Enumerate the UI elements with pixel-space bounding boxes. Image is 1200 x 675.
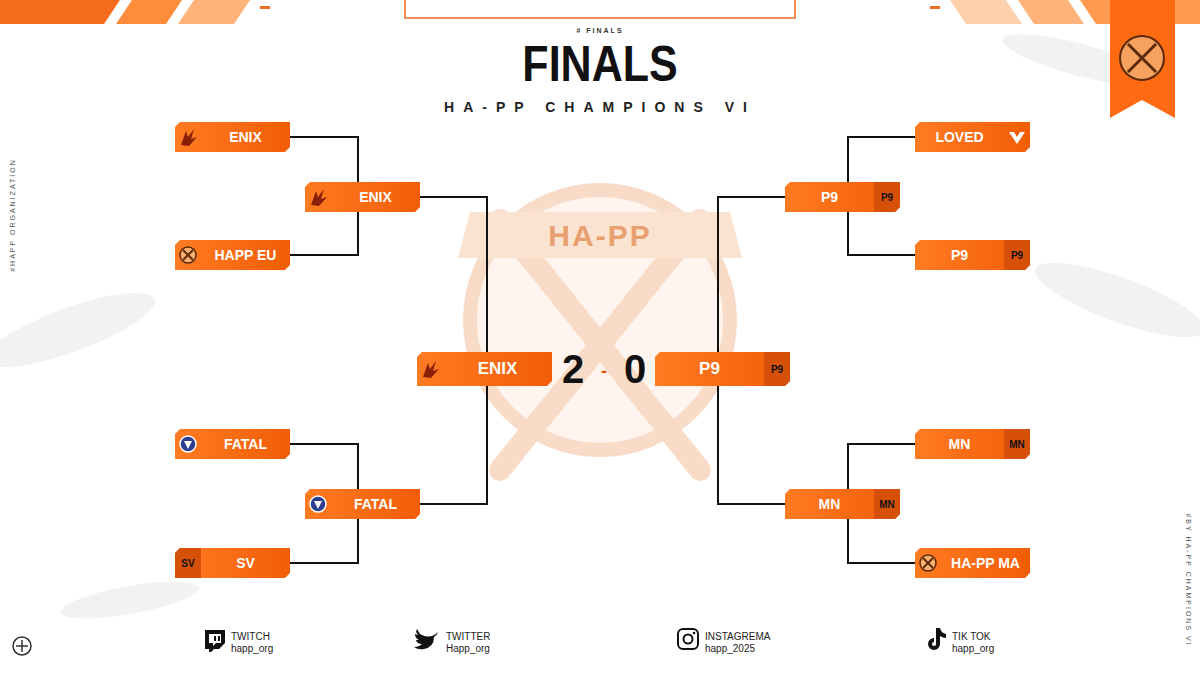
watermark: HA-PP <box>548 221 651 251</box>
team-name: FATAL <box>201 429 290 459</box>
team-name: FATAL <box>331 489 420 519</box>
team-name: HAPP EU <box>201 240 290 270</box>
social-name: INSTAGREMA <box>705 632 770 642</box>
watermark-logo <box>458 190 742 470</box>
bracket-line <box>290 212 358 255</box>
corner-symbol <box>13 637 31 655</box>
social-handle: Happ_org <box>446 644 490 654</box>
bracket-line <box>290 137 358 182</box>
team-name: ENIX <box>201 122 290 152</box>
team-logo <box>175 240 201 270</box>
bracket-line <box>420 386 487 504</box>
bracket-line <box>848 137 915 182</box>
team-box: P9P9 <box>655 352 790 386</box>
bracket-line <box>718 386 785 504</box>
team-logo <box>305 182 331 212</box>
subtitle: HA-PP CHAMPIONS VI <box>444 100 756 114</box>
score: 0 <box>624 349 646 389</box>
team-box: HA-PP MA <box>915 548 1030 578</box>
seed-tag: P9 <box>1004 240 1030 270</box>
social-name: TIK TOK <box>952 632 991 642</box>
bracket-line <box>848 212 915 255</box>
team-name: P9 <box>655 352 764 386</box>
team-name: MN <box>785 489 874 519</box>
score-separator: - <box>601 362 607 380</box>
team-logo <box>915 548 941 578</box>
brush-strokes <box>0 24 1200 626</box>
team-box: MNMN <box>915 429 1030 459</box>
team-name: ENIX <box>331 182 420 212</box>
team-logo <box>305 489 331 519</box>
team-box: LOVED <box>915 122 1030 152</box>
team-name: LOVED <box>915 122 1004 152</box>
team-name: ENIX <box>443 352 552 386</box>
social-handle: happ_org <box>231 644 273 654</box>
team-box: P9P9 <box>785 182 900 212</box>
top-decoration <box>0 0 1200 24</box>
team-box: ENIX <box>305 182 420 212</box>
team-logo <box>175 122 201 152</box>
team-box: ENIX <box>417 352 552 386</box>
team-logo <box>1004 122 1030 152</box>
team-box: P9P9 <box>915 240 1030 270</box>
social-icons <box>205 628 946 652</box>
bracket-line <box>848 519 915 563</box>
bracket-line <box>718 197 785 352</box>
bracket-line <box>420 197 487 352</box>
bracket-line <box>290 519 358 563</box>
team-box: MNMN <box>785 489 900 519</box>
seed-tag: P9 <box>874 182 900 212</box>
team-logo <box>417 352 443 386</box>
corner-banner <box>1110 0 1175 118</box>
title: FINALS <box>522 39 677 89</box>
team-box: SVSV <box>175 548 290 578</box>
seed-tag: SV <box>175 548 201 578</box>
team-logo <box>175 429 201 459</box>
social-handle: happ_2025 <box>705 644 755 654</box>
seed-tag: P9 <box>764 352 790 386</box>
bracket-line <box>290 444 358 489</box>
side-caption: #HAPP ORGANIZATION <box>9 158 16 272</box>
team-name: P9 <box>785 182 874 212</box>
social-name: TWITCH <box>231 632 270 642</box>
social-name: TWITTER <box>446 632 490 642</box>
seed-tag: MN <box>1004 429 1030 459</box>
side-caption: #BY HA-PP CHAMPIONS VI <box>1185 513 1192 646</box>
team-box: HAPP EU <box>175 240 290 270</box>
team-box: ENIX <box>175 122 290 152</box>
social-handle: happ_org <box>952 644 994 654</box>
team-name: P9 <box>915 240 1004 270</box>
team-box: FATAL <box>175 429 290 459</box>
team-name: HA-PP MA <box>941 548 1030 578</box>
score: 2 <box>562 349 584 389</box>
team-name: SV <box>201 548 290 578</box>
bracket-line <box>848 444 915 489</box>
section-tag: # FINALS <box>576 27 623 34</box>
team-box: FATAL <box>305 489 420 519</box>
seed-tag: MN <box>874 489 900 519</box>
team-name: MN <box>915 429 1004 459</box>
